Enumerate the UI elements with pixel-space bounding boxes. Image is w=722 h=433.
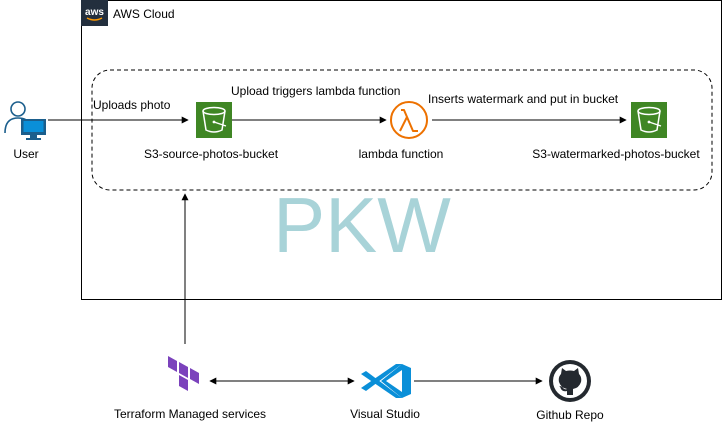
edge-label-uploads-photo: Uploads photo <box>93 98 171 112</box>
vscode-label: Visual Studio <box>350 407 420 421</box>
user-node: User <box>4 101 46 161</box>
aws-cloud-title: AWS Cloud <box>113 7 175 21</box>
s3-bucket-icon <box>631 102 667 138</box>
lambda-node: lambda function <box>359 101 444 161</box>
vscode-node: Visual Studio <box>350 364 420 421</box>
vscode-icon <box>361 364 411 398</box>
aws-logo-icon: aws <box>81 0 108 26</box>
github-node: Github Repo <box>536 360 604 422</box>
user-desktop-icon <box>4 101 46 140</box>
pkw-watermark: PKW <box>273 181 451 269</box>
source-bucket-label: S3-source-photos-bucket <box>144 147 279 161</box>
lambda-icon <box>390 101 428 139</box>
watermarked-bucket-node: S3-watermarked-photos-bucket <box>532 102 700 161</box>
user-label: User <box>13 147 38 161</box>
github-icon <box>549 360 591 402</box>
source-bucket-node: S3-source-photos-bucket <box>144 102 279 161</box>
lambda-workflow-group <box>91 69 713 191</box>
terraform-label: Terraform Managed services <box>114 407 266 421</box>
github-label: Github Repo <box>536 408 604 422</box>
s3-bucket-icon <box>196 102 232 138</box>
edge-label-upload-triggers: Upload triggers lambda function <box>231 84 400 98</box>
terraform-node: Terraform Managed services <box>114 356 266 421</box>
watermarked-bucket-label: S3-watermarked-photos-bucket <box>532 147 700 161</box>
aws-logo-text: aws <box>85 7 104 18</box>
lambda-label: lambda function <box>359 147 444 161</box>
edge-label-inserts-watermark: Inserts watermark and put in bucket <box>428 92 619 106</box>
terraform-icon <box>168 356 199 391</box>
